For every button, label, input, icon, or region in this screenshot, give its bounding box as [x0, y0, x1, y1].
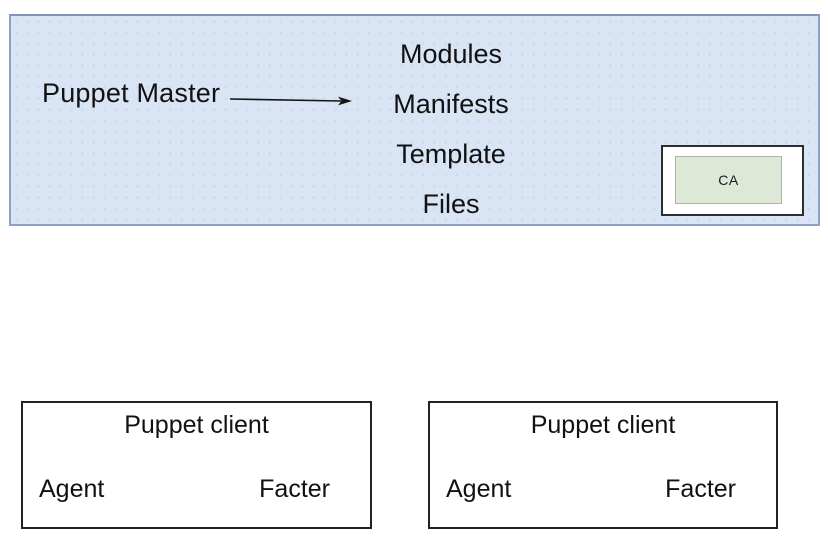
- ca-label: CA: [718, 172, 739, 188]
- master-items-list: Modules Manifests Template Files: [361, 29, 541, 229]
- agent-label: Agent: [39, 475, 105, 503]
- right-arrow-icon: [229, 96, 352, 106]
- master-item-files: Files: [422, 189, 480, 219]
- facter-label: Facter: [259, 475, 330, 503]
- puppet-client-box-left: Puppet client Agent Facter: [21, 401, 372, 529]
- puppet-master-panel: Puppet Master Modules Manifests Template…: [9, 14, 820, 226]
- puppet-client-box-right: Puppet client Agent Facter: [428, 401, 778, 529]
- facter-label: Facter: [665, 475, 736, 503]
- client-title: Puppet client: [124, 411, 269, 439]
- ca-inner-box: CA: [675, 156, 782, 204]
- agent-label: Agent: [446, 475, 512, 503]
- ca-outer-box: CA: [661, 145, 804, 216]
- master-item-template: Template: [396, 139, 506, 169]
- puppet-master-label: Puppet Master: [42, 78, 221, 108]
- master-item-manifests: Manifests: [393, 89, 509, 119]
- master-item-modules: Modules: [399, 39, 503, 69]
- client-title: Puppet client: [530, 411, 676, 439]
